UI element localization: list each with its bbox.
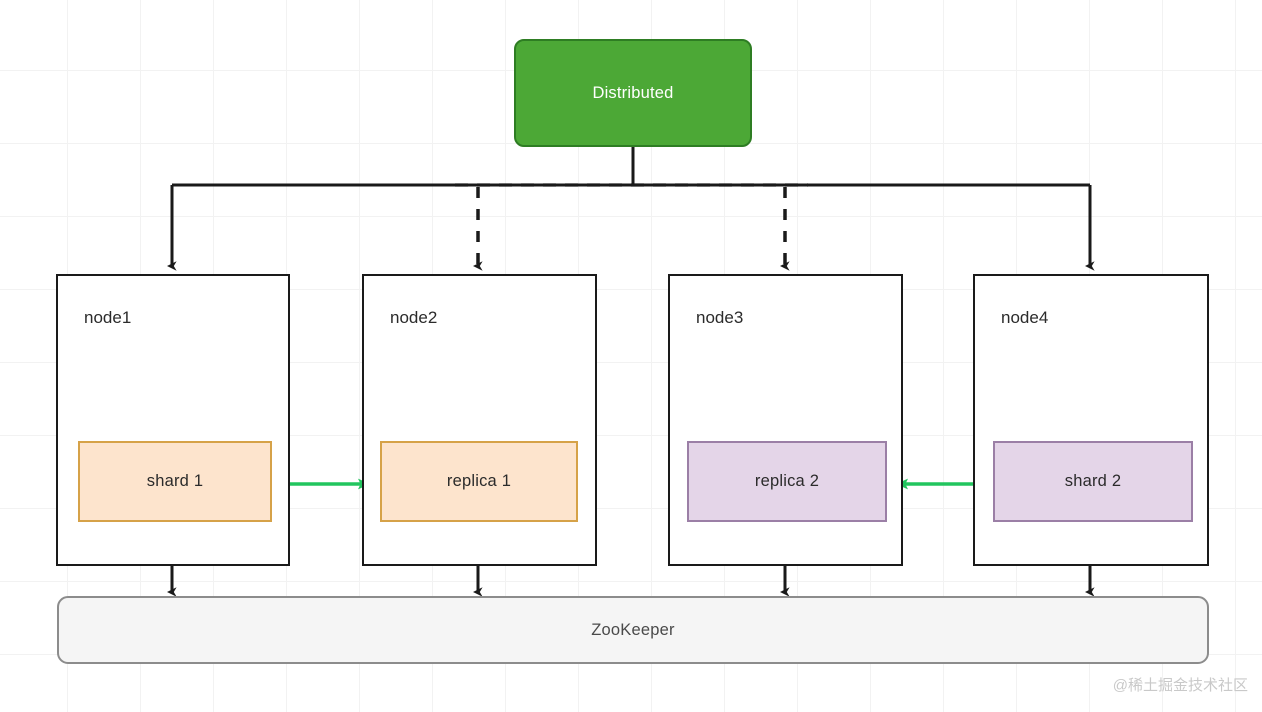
distributed-node-label: Distributed — [592, 83, 674, 102]
node-label-node1: node1 — [84, 308, 132, 327]
partition-label-shard-2: shard 2 — [1064, 472, 1122, 490]
node-box-node3[interactable]: node3 replica 2 — [668, 274, 903, 566]
partition-shard-2[interactable]: shard 2 — [993, 441, 1193, 522]
zookeeper-label: ZooKeeper — [591, 620, 675, 639]
watermark: @稀土掘金技术社区 — [1112, 677, 1248, 694]
node-box-node4[interactable]: node4 shard 2 — [973, 274, 1209, 566]
node-label-node2: node2 — [390, 308, 438, 327]
node-box-node2[interactable]: node2 replica 1 — [362, 274, 597, 566]
partition-shard-1[interactable]: shard 1 — [78, 441, 272, 522]
partition-replica-1[interactable]: replica 1 — [380, 441, 578, 522]
partition-label-replica-1: replica 1 — [446, 472, 512, 490]
partition-label-shard-1: shard 1 — [146, 472, 204, 490]
partition-replica-2[interactable]: replica 2 — [687, 441, 887, 522]
node-label-node4: node4 — [1001, 308, 1049, 327]
node-label-node3: node3 — [696, 308, 744, 327]
partition-label-replica-2: replica 2 — [754, 472, 820, 490]
distributed-node[interactable]: Distributed — [514, 39, 752, 147]
zookeeper-node[interactable]: ZooKeeper — [57, 596, 1209, 664]
node-box-node1[interactable]: node1 shard 1 — [56, 274, 290, 566]
